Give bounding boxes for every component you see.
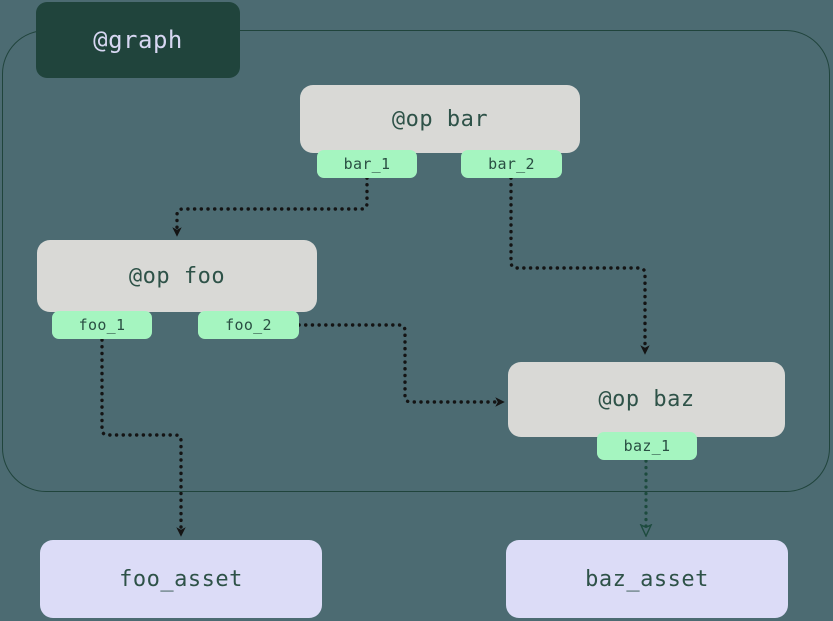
port-bar-1-label: bar_1	[343, 155, 391, 173]
asset-node-foo-asset-label: foo_asset	[119, 566, 243, 592]
op-node-bar-label: @op bar	[391, 106, 489, 132]
port-baz-1[interactable]: baz_1	[597, 432, 697, 460]
op-node-bar[interactable]: @op bar	[300, 85, 580, 153]
port-baz-1-label: baz_1	[623, 437, 671, 455]
port-bar-2[interactable]: bar_2	[461, 150, 562, 178]
op-node-foo[interactable]: @op foo	[37, 240, 317, 312]
asset-node-baz-asset-label: baz_asset	[585, 566, 709, 592]
op-node-baz-label: @op baz	[598, 387, 695, 412]
port-foo-1[interactable]: foo_1	[52, 311, 152, 339]
port-bar-1[interactable]: bar_1	[317, 150, 417, 178]
port-foo-2-label: foo_2	[225, 316, 272, 334]
asset-node-baz-asset[interactable]: baz_asset	[506, 540, 788, 618]
asset-node-foo-asset[interactable]: foo_asset	[40, 540, 322, 618]
port-bar-2-label: bar_2	[488, 155, 535, 173]
op-node-baz[interactable]: @op baz	[508, 362, 785, 437]
port-foo-1-label: foo_1	[78, 316, 126, 334]
port-foo-2[interactable]: foo_2	[198, 311, 299, 339]
graph-container	[2, 30, 830, 492]
op-node-foo-label: @op foo	[128, 263, 226, 289]
graph-label-text: @graph	[93, 26, 183, 54]
graph-label[interactable]: @graph	[36, 2, 240, 78]
